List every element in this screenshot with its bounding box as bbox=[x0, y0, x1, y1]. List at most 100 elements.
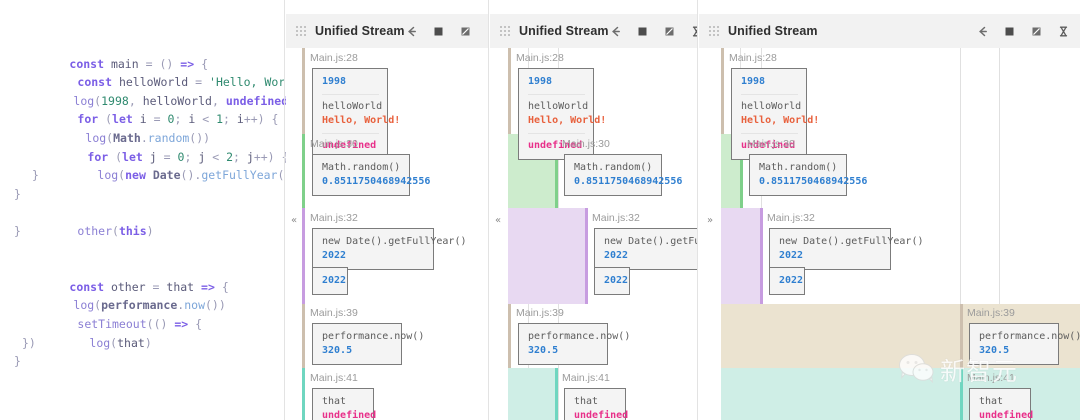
log-entry[interactable]: 1998 helloWorld Hello, World! undefined bbox=[518, 68, 606, 160]
log-entry[interactable]: new Date().getFullYear() 2022 bbox=[594, 228, 697, 270]
log-value: undefined bbox=[979, 410, 1034, 420]
source-label[interactable]: Main.js:30 bbox=[310, 138, 358, 150]
log-value: that bbox=[574, 396, 599, 407]
code-line: setTimeout(() => { bbox=[77, 316, 203, 331]
back-arrow-icon[interactable] bbox=[405, 25, 418, 38]
source-label[interactable]: Main.js:32 bbox=[767, 212, 815, 224]
panel-header-icons bbox=[609, 25, 697, 38]
source-label[interactable]: Main.js:28 bbox=[729, 52, 777, 64]
log-entry[interactable]: 2022 bbox=[312, 267, 348, 295]
source-label[interactable]: Main.js:32 bbox=[592, 212, 640, 224]
log-value: helloWorld bbox=[322, 101, 383, 112]
scope-block-purple bbox=[508, 208, 588, 304]
log-entry[interactable]: that undefined bbox=[564, 388, 629, 420]
scope-bar-tan bbox=[302, 48, 305, 134]
log-entry[interactable]: that undefined bbox=[969, 388, 1034, 420]
panel-header[interactable]: Unified Stream bbox=[699, 14, 1080, 48]
scope-bar-beige bbox=[302, 304, 305, 368]
source-label[interactable]: Main.js:32 bbox=[310, 212, 358, 224]
log-value: helloWorld bbox=[741, 101, 802, 112]
scope-bar-purple bbox=[760, 208, 763, 304]
source-label[interactable]: Main.js:28 bbox=[516, 52, 564, 64]
step-over-icon[interactable] bbox=[459, 25, 472, 38]
source-label[interactable]: Main.js:41 bbox=[310, 372, 358, 384]
divider bbox=[741, 133, 798, 134]
panel-title: Unified Stream bbox=[728, 24, 818, 38]
log-entry[interactable]: Math.random() 0.8511750468942556 bbox=[749, 154, 867, 196]
panel-header-icons bbox=[405, 25, 488, 38]
drag-grip-icon[interactable] bbox=[709, 25, 720, 37]
log-value: Math.random() bbox=[759, 162, 838, 173]
code-line: const helloWorld = 'Hello, World!' bbox=[77, 75, 313, 90]
scope-bar-beige bbox=[960, 304, 963, 368]
step-over-icon[interactable] bbox=[663, 25, 676, 38]
stream-panel-3[interactable]: Unified Stream bbox=[699, 0, 1080, 420]
collapse-chevron-icon[interactable]: « bbox=[495, 215, 501, 226]
drag-grip-icon[interactable] bbox=[500, 25, 511, 37]
source-label[interactable]: Main.js:30 bbox=[562, 138, 610, 150]
stop-square-icon[interactable] bbox=[432, 25, 445, 38]
log-entry[interactable]: 2022 bbox=[594, 267, 630, 295]
source-label[interactable]: Main.js:39 bbox=[310, 307, 358, 319]
code-lines[interactable]: const main = () => { const helloWorld = … bbox=[0, 36, 313, 371]
step-over-icon[interactable] bbox=[1030, 25, 1043, 38]
scope-bar-green bbox=[302, 134, 305, 208]
stream-body[interactable]: Main.js:28 1998 helloWorld Hello, World!… bbox=[286, 48, 488, 420]
log-entry[interactable]: 1998 helloWorld Hello, World! undefined bbox=[731, 68, 819, 160]
log-value: 0.8511750468942556 bbox=[574, 176, 683, 187]
source-label[interactable]: Main.js:41 bbox=[967, 372, 1015, 384]
log-value: 320.5 bbox=[979, 345, 1010, 356]
code-line: }) bbox=[22, 335, 36, 350]
log-entry[interactable]: that undefined bbox=[312, 388, 376, 420]
back-arrow-icon[interactable] bbox=[609, 25, 622, 38]
panel-divider bbox=[697, 0, 698, 420]
log-entry[interactable]: performance.now() 320.5 bbox=[312, 323, 424, 365]
hourglass-icon[interactable] bbox=[1057, 25, 1070, 38]
log-value: 320.5 bbox=[322, 345, 353, 356]
source-label[interactable]: Main.js:30 bbox=[747, 138, 795, 150]
log-entry[interactable]: Math.random() 0.8511750468942556 bbox=[564, 154, 683, 196]
expand-chevron-icon[interactable]: » bbox=[707, 215, 713, 226]
code-line: } bbox=[14, 186, 21, 201]
log-entry[interactable]: new Date().getFullYear() 2022 bbox=[769, 228, 924, 270]
scope-bar-tan bbox=[508, 48, 511, 134]
wechat-logo-icon bbox=[898, 353, 936, 388]
divider bbox=[322, 94, 379, 95]
code-line: for (let j = 0; j < 2; j++) { bbox=[87, 149, 288, 164]
scope-bar-green bbox=[555, 134, 558, 208]
source-label[interactable]: Main.js:41 bbox=[562, 372, 610, 384]
hourglass-icon[interactable] bbox=[690, 25, 697, 38]
code-editor-pane[interactable]: const main = () => { const helloWorld = … bbox=[0, 0, 313, 420]
source-label[interactable]: Main.js:28 bbox=[310, 52, 358, 64]
source-label[interactable]: Main.js:39 bbox=[516, 307, 564, 319]
stream-body[interactable]: Main.js:28 1998 helloWorld Hello, World!… bbox=[699, 48, 1080, 420]
stream-panel-1[interactable]: Unified Stream Ma bbox=[286, 0, 488, 420]
panel-header[interactable]: Unified Stream bbox=[286, 14, 488, 48]
divider bbox=[528, 133, 585, 134]
code-line: for (let i = 0; i < 1; i++) { bbox=[77, 112, 279, 127]
stop-square-icon[interactable] bbox=[1003, 25, 1016, 38]
log-entry[interactable]: Math.random() 0.8511750468942556 bbox=[312, 154, 430, 196]
log-entry[interactable]: 1998 helloWorld Hello, World! undefined bbox=[312, 68, 400, 160]
stream-panel-2[interactable]: Unified Stream bbox=[490, 0, 697, 420]
log-entry[interactable]: 2022 bbox=[769, 267, 805, 295]
log-value: undefined bbox=[574, 410, 629, 420]
hourglass-icon[interactable] bbox=[486, 25, 488, 38]
watermark-text: 新智元 bbox=[940, 357, 1019, 386]
drag-grip-icon[interactable] bbox=[296, 25, 307, 37]
back-arrow-icon[interactable] bbox=[976, 25, 989, 38]
log-value: Math.random() bbox=[574, 162, 653, 173]
log-value: that bbox=[322, 396, 347, 407]
stop-square-icon[interactable] bbox=[636, 25, 649, 38]
scope-bar-teal bbox=[960, 368, 963, 420]
log-entry[interactable]: performance.now() 320.5 bbox=[969, 323, 1080, 365]
code-line: log(that) bbox=[89, 335, 152, 350]
panel-header[interactable]: Unified Stream bbox=[490, 14, 697, 48]
log-entry[interactable]: new Date().getFullYear() 2022 bbox=[312, 228, 467, 270]
stream-body[interactable]: Main.js:28 1998 helloWorld Hello, World!… bbox=[490, 48, 697, 420]
source-label[interactable]: Main.js:39 bbox=[967, 307, 1015, 319]
panel-divider bbox=[284, 0, 285, 420]
log-entry[interactable]: performance.now() 320.5 bbox=[518, 323, 630, 365]
code-line: log(1998, helloWorld, undefined) bbox=[73, 93, 295, 108]
collapse-chevron-icon[interactable]: « bbox=[291, 215, 297, 226]
